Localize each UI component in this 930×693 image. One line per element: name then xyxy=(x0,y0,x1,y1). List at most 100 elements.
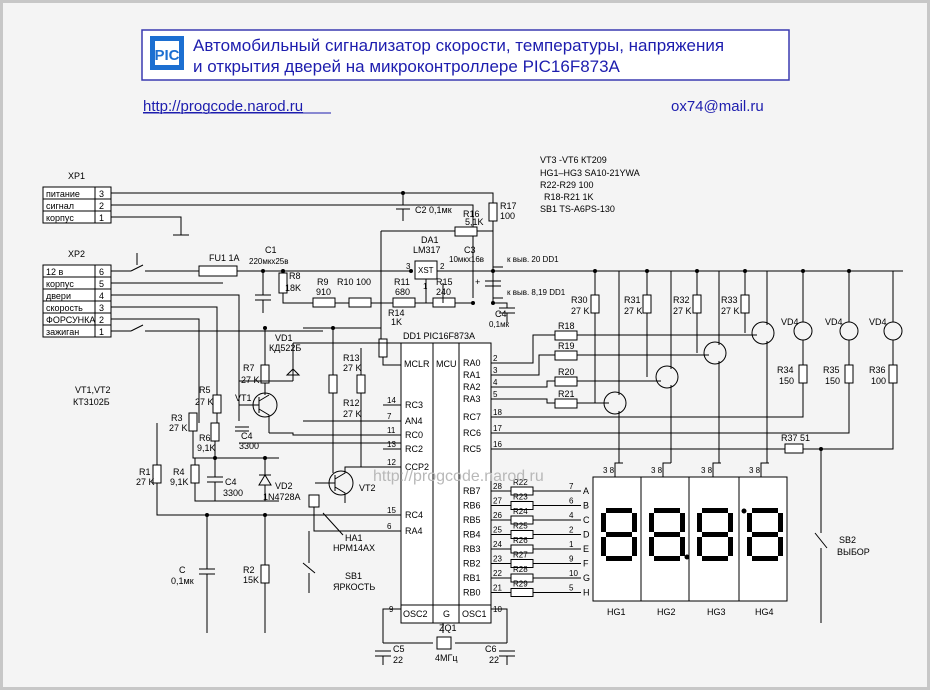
c4c-value: 3300 xyxy=(223,488,243,498)
seg-letter: C xyxy=(583,515,590,525)
transistor-vt4 xyxy=(655,365,679,389)
r6-label: R6 xyxy=(199,433,211,443)
title-line-2: и открытия дверей на микроконтроллере PI… xyxy=(193,57,621,76)
xp2-pin-num: 5 xyxy=(99,279,104,289)
segment xyxy=(606,556,632,561)
xp2-pin-num: 4 xyxy=(99,291,104,301)
display-pin-label: 3 8 xyxy=(701,466,713,475)
mcu-pin-label: RA3 xyxy=(463,394,481,404)
mcu-pin-num: 3 xyxy=(493,366,498,375)
connector-xp1: XP1 питание сигнал корпус 3 2 1 xyxy=(42,171,112,224)
svg-text:+: + xyxy=(475,277,480,287)
seg-letter: F xyxy=(583,559,589,569)
mcu-pin-label: RC6 xyxy=(463,428,481,438)
rb-resistor-label: R23 xyxy=(513,493,528,502)
transistor-vt6 xyxy=(751,321,775,345)
r33-label: R33 xyxy=(721,295,738,305)
mcu-dd1: DD1 PIC16F873A MCLR MCU OSC2 G OSC1 9 10… xyxy=(383,331,590,624)
xp2-pin-label: 12 в xyxy=(46,267,64,277)
email-link[interactable]: ox74@mail.ru xyxy=(671,98,764,115)
segment xyxy=(752,508,778,513)
switch-sb2 xyxy=(814,449,828,623)
mcu-pin-num: 6 xyxy=(387,522,392,531)
c5-value: 22 xyxy=(393,655,403,665)
r19-label: R19 xyxy=(558,341,575,351)
segment xyxy=(728,513,733,532)
segment xyxy=(702,532,728,537)
xp2-pin-label: двери xyxy=(46,291,71,301)
seven-seg-digit xyxy=(747,508,783,561)
segment xyxy=(601,513,606,532)
mcu-pin-num: 15 xyxy=(387,506,396,515)
c1-value: 220мкх25в xyxy=(249,257,289,266)
logo-text: PIC xyxy=(154,47,179,64)
r2-label: R2 xyxy=(243,565,255,575)
r1-label: R1 xyxy=(139,467,151,477)
seg-letter: E xyxy=(583,544,589,554)
schematic-diagram: PIC Автомобильный сигнализатор скорости,… xyxy=(42,29,903,665)
mcu-pin-num: 24 xyxy=(493,540,502,549)
da1-pin: 2 xyxy=(440,262,445,271)
r34-value: 150 xyxy=(779,376,794,386)
r31-value: 27 K xyxy=(624,306,643,316)
mcu-pin-label: RC5 xyxy=(463,444,481,454)
r31-label: R31 xyxy=(624,295,641,305)
r13-label: R13 xyxy=(343,353,360,363)
c6-value: 22 xyxy=(489,655,499,665)
ha1-value: HPM14AX xyxy=(333,543,375,553)
connector-xp2: XP2 12 в корпус двери скорость ФОРСУНКА … xyxy=(42,249,112,338)
segment xyxy=(606,532,632,537)
mcu-pin-label: CCP2 xyxy=(405,462,429,472)
segment xyxy=(747,537,752,556)
seg-letter: D xyxy=(583,530,590,540)
mcu-pin-num: 26 xyxy=(493,511,502,520)
display-pin-label: 3 8 xyxy=(603,466,615,475)
note-line-1: VT3 -VT6 КТ209 xyxy=(540,155,607,165)
segment xyxy=(728,537,733,556)
c5-label: C5 xyxy=(393,644,405,654)
c-label: C xyxy=(179,565,186,575)
r14-label: R14 xyxy=(388,308,405,318)
note-line-3: R22-R29 100 xyxy=(540,180,594,190)
r5-value: 27 K xyxy=(195,397,214,407)
website-link[interactable]: http://progcode.narod.ru xyxy=(143,98,303,115)
vd1-value: КД522Б xyxy=(269,343,301,353)
note-line-5: SB1 TS-A6PS-130 xyxy=(540,204,615,214)
r15-value: 240 xyxy=(436,287,451,297)
seg-letter: H xyxy=(583,588,590,598)
rb-resistor-label: R26 xyxy=(513,536,528,545)
decimal-point xyxy=(684,554,690,560)
seg-pin-num: 7 xyxy=(569,482,574,491)
xp2-pin-label: скорость xyxy=(46,303,83,313)
sb1-value: ЯРКОСТЬ xyxy=(333,582,375,592)
seg-pin-num: 1 xyxy=(569,540,574,549)
seg-pin-num: 4 xyxy=(569,511,574,520)
r16-value: 5,1K xyxy=(465,217,484,227)
xp2-pin-num: 2 xyxy=(99,315,104,325)
r15-label: R15 xyxy=(436,277,453,287)
c3-label: C3 xyxy=(464,245,476,255)
crystal-zq1 xyxy=(436,636,452,650)
c2-label: C2 0,1мк xyxy=(415,205,452,215)
to-pin-20-label: к выв. 20 DD1 xyxy=(507,255,559,264)
mcu-osc2: OSC2 xyxy=(403,609,428,619)
mcu-pin-num: 14 xyxy=(387,396,396,405)
mcu-pin-label: RC4 xyxy=(405,510,423,520)
fu1-label: FU1 1A xyxy=(209,253,240,263)
mcu-pin-label: RA2 xyxy=(463,382,481,392)
mcu-pin-label: RB4 xyxy=(463,530,481,540)
vt1-label: VT1 xyxy=(235,393,252,403)
da1-label: DA1 xyxy=(421,235,439,245)
r21-label: R21 xyxy=(558,389,575,399)
xp1-pin-label: питание xyxy=(46,189,80,199)
seg-pin-num: 9 xyxy=(569,555,574,564)
mcu-pin-num: 21 xyxy=(493,584,502,593)
xp1-pin-label: корпус xyxy=(46,213,74,223)
mcu-pin-num: 5 xyxy=(493,390,498,399)
r18-label: R18 xyxy=(558,321,575,331)
display-pin-label: 3 8 xyxy=(651,466,663,475)
segment xyxy=(697,537,702,556)
r30-value: 27 K xyxy=(571,306,590,316)
sb1-label: SB1 xyxy=(345,571,362,581)
